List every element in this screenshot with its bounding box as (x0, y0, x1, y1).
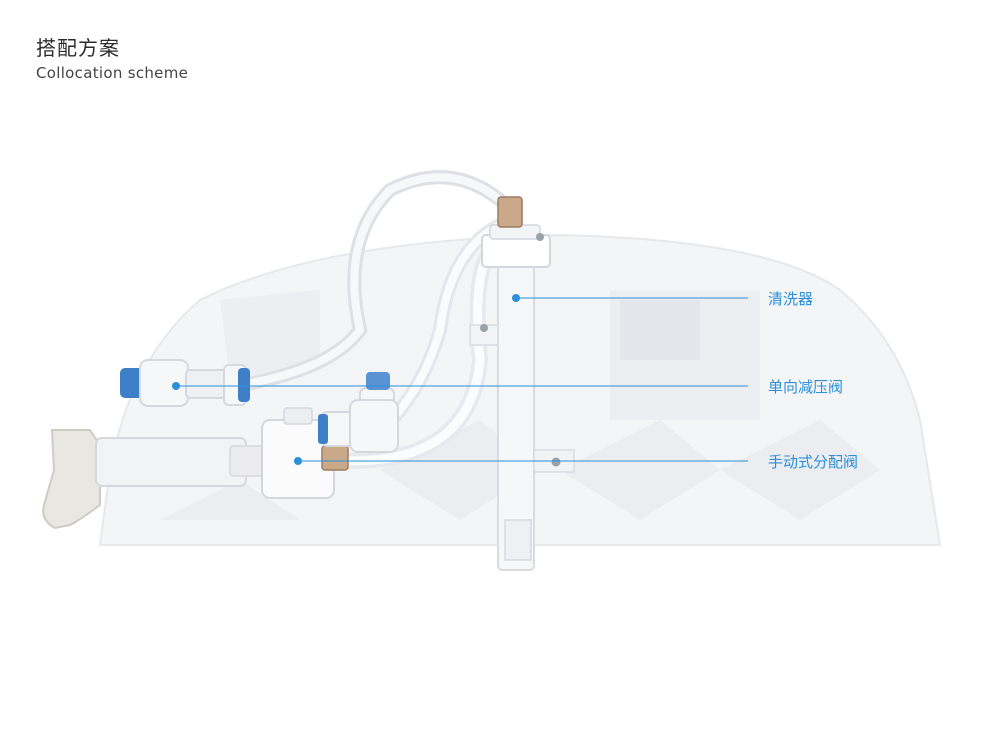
page-title: 搭配方案 (36, 36, 120, 60)
callout-label-cleaner: 清洗器 (768, 290, 814, 308)
callout-dot-distribution-valve (294, 457, 302, 465)
page-subtitle: Collocation scheme (36, 64, 189, 82)
callout-lines (172, 294, 748, 465)
callout-dot-cleaner (512, 294, 520, 302)
callout-label-distribution-valve: 手动式分配阀 (768, 453, 859, 471)
callout-label-pressure-valve: 单向减压阀 (768, 378, 844, 396)
cleaner-column (469, 196, 575, 571)
callout-dot-pressure-valve (172, 382, 180, 390)
manual-distribution-valve (42, 399, 399, 530)
